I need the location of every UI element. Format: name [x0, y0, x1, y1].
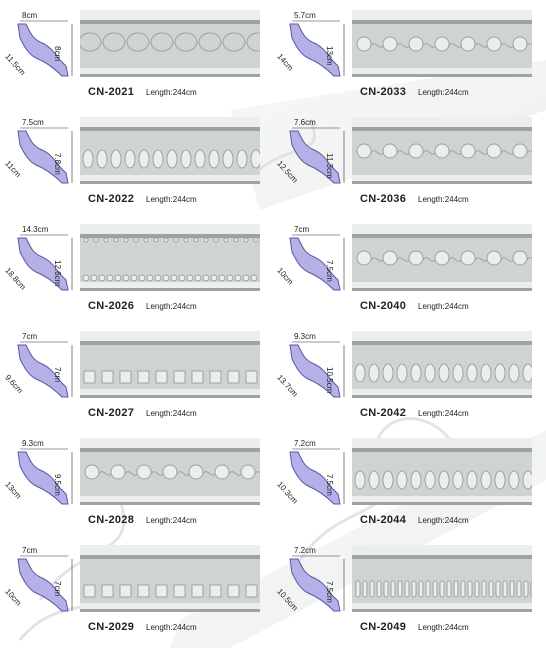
length-label: Length:244cm — [418, 409, 469, 418]
profile-diagram — [289, 448, 345, 505]
molding-image — [352, 545, 532, 612]
width-dimension: 7.6cm — [294, 118, 316, 127]
molding-image — [352, 331, 532, 398]
length-label: Length:244cm — [146, 623, 197, 632]
model-number: CN-2040 — [360, 300, 407, 312]
model-number: CN-2026 — [88, 300, 135, 312]
length-label: Length:244cm — [146, 409, 197, 418]
molding-image — [80, 10, 260, 77]
width-dimension: 7cm — [22, 546, 38, 555]
profile-diagram — [289, 20, 345, 77]
height-dimension: 7.5cm — [325, 260, 334, 282]
profile-diagram — [289, 127, 345, 184]
profile-diagram — [17, 127, 73, 184]
width-dimension: 9.3cm — [22, 439, 44, 448]
molding-image — [352, 438, 532, 505]
height-dimension: 13cm — [325, 46, 334, 66]
model-number: CN-2049 — [360, 621, 407, 633]
molding-image — [352, 117, 532, 184]
profile-diagram — [289, 555, 345, 612]
length-label: Length:244cm — [146, 302, 197, 311]
height-dimension: 8cm — [53, 46, 62, 62]
width-dimension: 14.3cm — [22, 225, 49, 234]
height-dimension: 10.5cm — [325, 367, 334, 394]
molding-image — [80, 545, 260, 612]
profile-diagram — [289, 341, 345, 398]
length-label: Length:244cm — [146, 516, 197, 525]
width-dimension: 7cm — [22, 332, 38, 341]
height-dimension: 7.5cm — [325, 474, 334, 496]
width-dimension: 7.2cm — [294, 439, 316, 448]
height-dimension: 7.5cm — [325, 581, 334, 603]
molding-image — [80, 224, 260, 291]
height-dimension: 11.3cm — [325, 153, 334, 179]
height-dimension: 7cm — [53, 367, 62, 383]
width-dimension: 7.5cm — [22, 118, 44, 127]
length-label: Length:244cm — [418, 623, 469, 632]
model-number: CN-2021 — [88, 86, 135, 98]
molding-image — [80, 117, 260, 184]
width-dimension: 8cm — [22, 11, 38, 20]
length-label: Length:244cm — [418, 302, 469, 311]
molding-image — [80, 331, 260, 398]
length-label: Length:244cm — [146, 195, 197, 204]
height-dimension: 12.6cm — [53, 260, 62, 287]
model-number: CN-2028 — [88, 514, 135, 526]
length-label: Length:244cm — [418, 516, 469, 525]
model-number: CN-2036 — [360, 193, 407, 205]
molding-image — [352, 224, 532, 291]
profile-diagram — [17, 234, 73, 291]
length-label: Length:244cm — [146, 88, 197, 97]
height-dimension: 9.5cm — [53, 474, 62, 496]
model-number: CN-2042 — [360, 407, 407, 419]
profile-diagram — [289, 234, 345, 291]
profile-diagram — [17, 20, 73, 77]
profile-diagram — [17, 341, 73, 398]
model-number: CN-2044 — [360, 514, 407, 526]
width-dimension: 7.2cm — [294, 546, 316, 555]
profile-diagram — [17, 555, 73, 612]
height-dimension: 7cm — [53, 581, 62, 597]
length-label: Length:244cm — [418, 195, 469, 204]
width-dimension: 7cm — [294, 225, 310, 234]
model-number: CN-2022 — [88, 193, 135, 205]
width-dimension: 5.7cm — [294, 11, 316, 20]
model-number: CN-2029 — [88, 621, 135, 633]
length-label: Length:244cm — [418, 88, 469, 97]
molding-image — [80, 438, 260, 505]
height-dimension: 7.8cm — [53, 153, 62, 175]
profile-diagram — [17, 448, 73, 505]
molding-image — [352, 10, 532, 77]
width-dimension: 9.3cm — [294, 332, 316, 341]
model-number: CN-2033 — [360, 86, 407, 98]
model-number: CN-2027 — [88, 407, 135, 419]
